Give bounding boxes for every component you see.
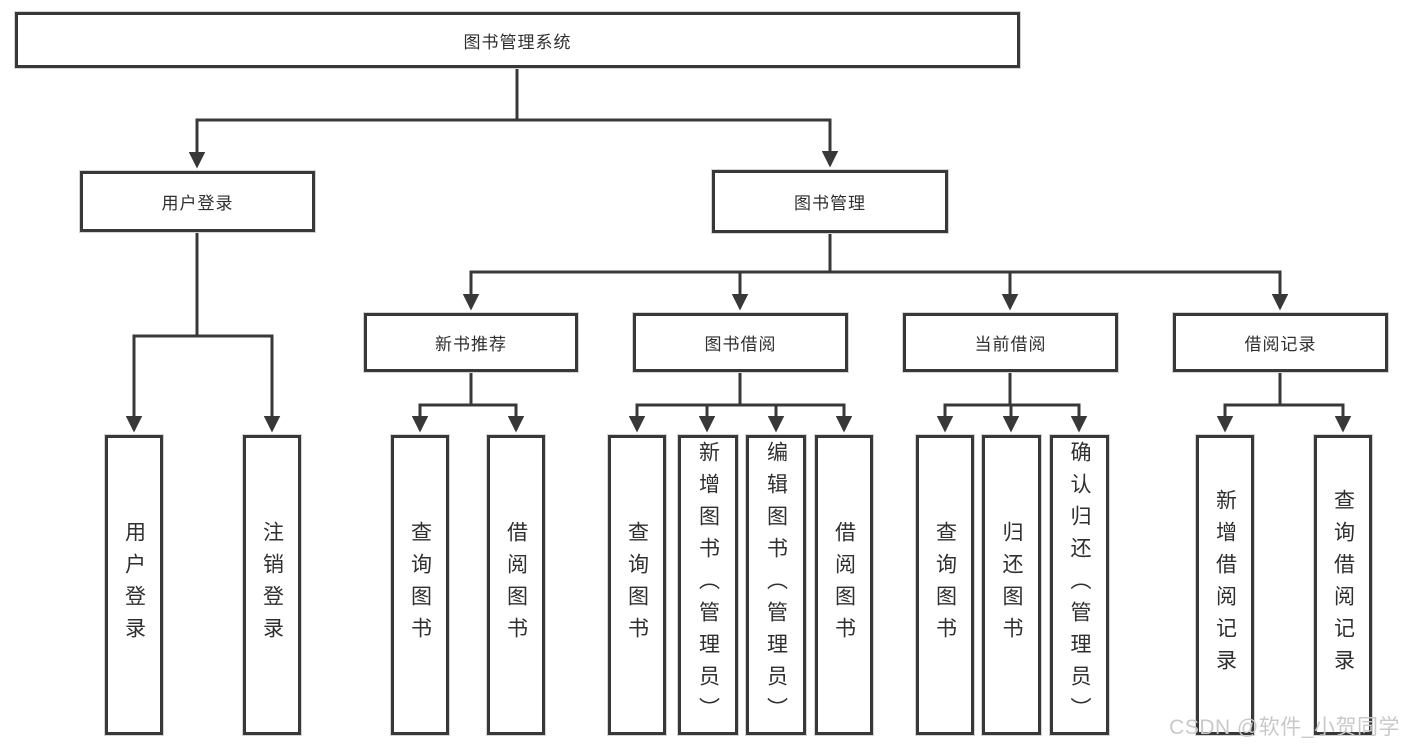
leaf-query-books-recommend: 查询图书 (391, 435, 449, 735)
node-root-library-system: 图书管理系统 (15, 12, 1020, 68)
leaf-query-books-current: 查询图书 (916, 435, 974, 735)
leaf-add-borrow-record: 新增借阅记录 (1196, 435, 1254, 735)
node-borrowing-records: 借阅记录 (1173, 313, 1388, 372)
leaf-return-books: 归还图书 (982, 435, 1041, 735)
node-user-login: 用户登录 (80, 171, 315, 232)
leaf-edit-books-admin: 编辑图书（管理员） (746, 435, 806, 735)
csdn-watermark: CSDN @软件_小贺同学 (1169, 716, 1400, 739)
node-book-management: 图书管理 (712, 170, 948, 233)
leaf-query-borrow-record: 查询借阅记录 (1314, 435, 1372, 735)
leaf-logout: 注销登录 (243, 435, 301, 735)
leaf-confirm-return-admin: 确认归还（管理员） (1050, 435, 1109, 735)
leaf-add-books-admin: 新增图书（管理员） (678, 435, 738, 735)
leaf-query-books-borrowing: 查询图书 (608, 435, 666, 735)
node-new-book-recommendation: 新书推荐 (364, 313, 578, 372)
leaf-borrow-books-recommend: 借阅图书 (487, 435, 545, 735)
node-book-borrowing: 图书借阅 (633, 313, 848, 372)
leaf-user-login: 用户登录 (105, 435, 163, 735)
node-current-borrowing: 当前借阅 (903, 313, 1118, 372)
leaf-borrow-books: 借阅图书 (815, 435, 873, 735)
